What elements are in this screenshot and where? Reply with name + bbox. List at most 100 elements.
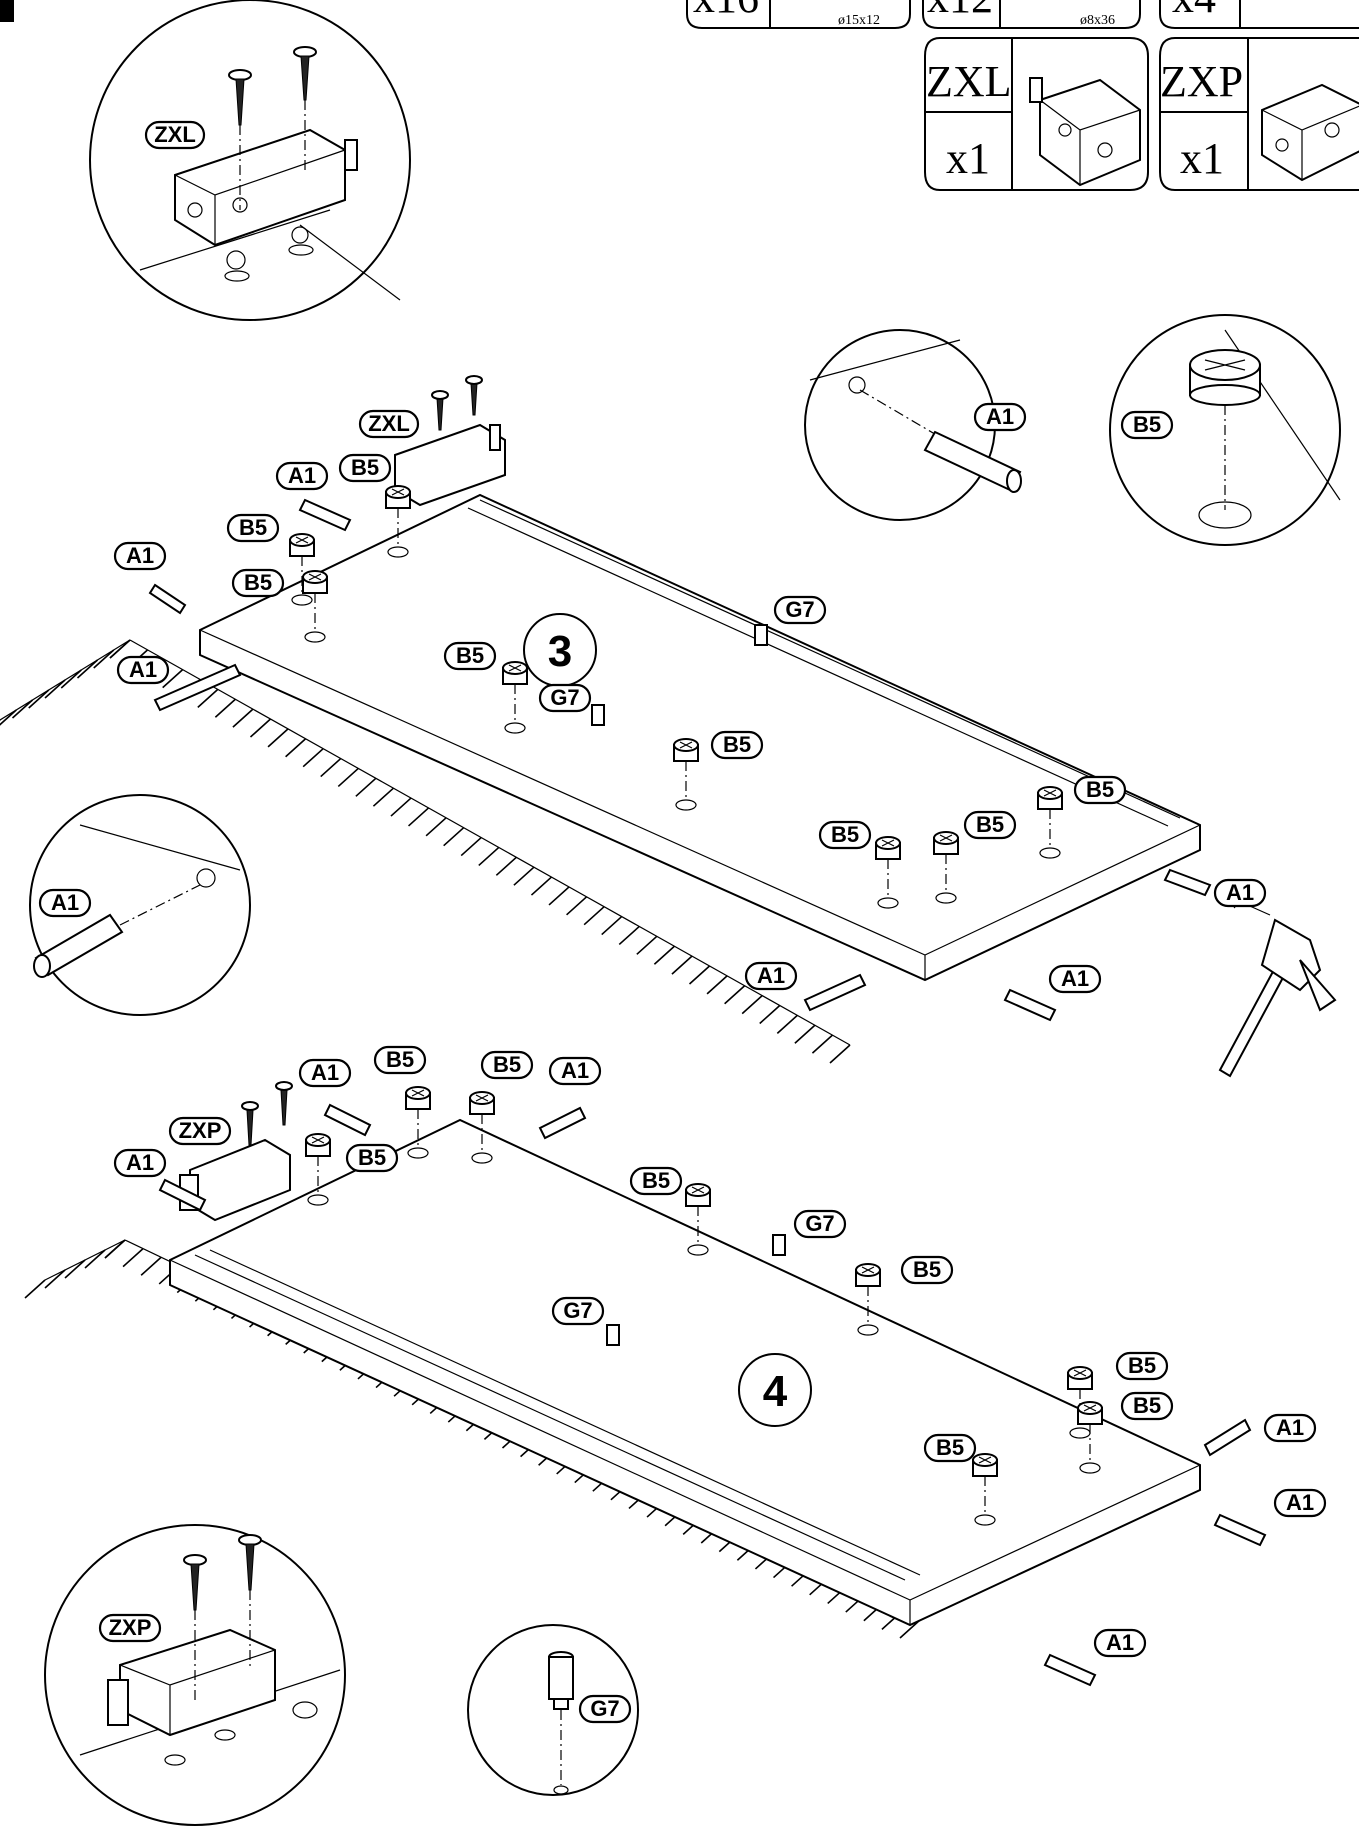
hatch-line [443, 827, 465, 847]
hatch-line [60, 669, 82, 689]
cam-fitting-icon [305, 1133, 331, 1206]
label-zxp: ZXP [98, 1613, 162, 1643]
label-a1: A1 [298, 1058, 352, 1088]
svg-text:B5: B5 [244, 570, 272, 595]
svg-text:B5: B5 [1133, 412, 1161, 437]
cam-fitting-icon [289, 533, 315, 606]
label-g7: G7 [578, 1694, 632, 1724]
svg-text:A1: A1 [288, 463, 316, 488]
label-b5: B5 [1120, 410, 1174, 440]
svg-text:B5: B5 [913, 1257, 941, 1282]
cam-fitting-icon [469, 1091, 495, 1164]
label-a1: A1 [1263, 1413, 1317, 1443]
label-zxl: ZXL [144, 120, 206, 150]
svg-text:ZXP: ZXP [179, 1118, 222, 1143]
svg-text:B5: B5 [1086, 777, 1114, 802]
hatch-line [162, 669, 184, 689]
svg-text:G7: G7 [550, 685, 579, 710]
svg-text:A1: A1 [986, 404, 1014, 429]
svg-text:A1: A1 [561, 1058, 589, 1083]
screw-icon [183, 1554, 207, 1700]
svg-text:B5: B5 [1133, 1393, 1161, 1418]
zxp-code: ZXP [1160, 57, 1243, 106]
cam-fitting-icon [673, 738, 699, 811]
hatch-line [285, 738, 307, 758]
step-4-assembly: 4 [24, 1081, 1267, 1687]
hatch-line [688, 965, 711, 985]
label-a1: A1 [113, 1148, 167, 1178]
label-b5: B5 [710, 730, 764, 760]
label-b5: B5 [443, 641, 497, 671]
header-size-2: ø8x36 [1080, 13, 1115, 28]
label-a1: A1 [973, 402, 1027, 432]
hatch-line [232, 708, 254, 728]
hatch-line [372, 787, 394, 807]
detail-circle-zxp: ZXP [44, 1524, 346, 1826]
label-zxl: ZXL [358, 409, 420, 439]
hatch-line [28, 689, 50, 709]
zxp-qty: x1 [1180, 134, 1224, 183]
hatch-line [214, 698, 236, 718]
svg-text:B5: B5 [976, 812, 1004, 837]
hatch-line [671, 955, 693, 975]
svg-text:A1: A1 [1286, 1490, 1314, 1515]
hatch-line [759, 1004, 781, 1025]
hatch-line [495, 856, 517, 876]
hatch-line [302, 748, 324, 768]
header-qty-2: x12 [927, 0, 993, 22]
detail-circle-a1-upper: A1 [804, 329, 1027, 521]
hatch-line [320, 757, 342, 778]
svg-text:B5: B5 [358, 1145, 386, 1170]
label-b5: B5 [818, 820, 872, 850]
svg-text:A1: A1 [1106, 1630, 1134, 1655]
hatch-line [741, 995, 763, 1015]
hatch-line [425, 817, 447, 837]
label-b5: B5 [963, 810, 1017, 840]
cam-fitting-icon [1077, 1401, 1103, 1474]
label-b5: B5 [1115, 1351, 1169, 1381]
hatch-line [776, 1014, 798, 1034]
hatch-line [811, 1034, 833, 1054]
hatch-line [140, 1256, 162, 1276]
svg-text:A1: A1 [126, 543, 154, 568]
svg-text:A1: A1 [311, 1060, 339, 1085]
svg-text:A1: A1 [757, 963, 785, 988]
cam-fitting-icon [972, 1453, 998, 1526]
label-a1: A1 [548, 1056, 602, 1086]
svg-text:B5: B5 [239, 515, 267, 540]
header-qty-1: x16 [693, 0, 759, 22]
label-a1: A1 [275, 461, 329, 491]
detail-circle-zxl: ZXL [89, 0, 411, 321]
svg-text:G7: G7 [785, 597, 814, 622]
svg-text:A1: A1 [51, 890, 79, 915]
hatch-line [104, 1239, 126, 1259]
cam-fitting-icon [1037, 786, 1063, 859]
label-b5: B5 [923, 1433, 977, 1463]
cam-fitting-icon [875, 836, 901, 909]
hardware-box-zxp: ZXP x1 [1159, 37, 1359, 191]
label-g7: G7 [793, 1209, 847, 1239]
cam-fitting-icon [502, 661, 528, 734]
hatch-line [408, 807, 430, 827]
label-b5: B5 [900, 1255, 954, 1285]
cam-fitting-icon [385, 485, 411, 558]
page-number-fragment [0, 0, 14, 22]
cam-fitting-icon [855, 1263, 881, 1336]
svg-text:A1: A1 [129, 657, 157, 682]
label-g7: G7 [551, 1296, 605, 1326]
step-3-assembly: 3 [0, 375, 1337, 1078]
zxp-fitting-icon [1261, 83, 1359, 182]
hatch-line [794, 1024, 816, 1044]
hatch-line [706, 975, 728, 995]
hatch-line [267, 728, 289, 748]
hatch-line [601, 915, 623, 936]
svg-text:A1: A1 [1226, 880, 1254, 905]
screw-icon [293, 46, 317, 170]
hatch-line [530, 876, 552, 896]
detail-circle-a1-left: A1 [29, 794, 251, 1016]
hatch-line [548, 886, 570, 906]
svg-text:B5: B5 [456, 643, 484, 668]
label-b5: B5 [226, 513, 280, 543]
svg-text:B5: B5 [936, 1435, 964, 1460]
svg-text:B5: B5 [386, 1047, 414, 1072]
